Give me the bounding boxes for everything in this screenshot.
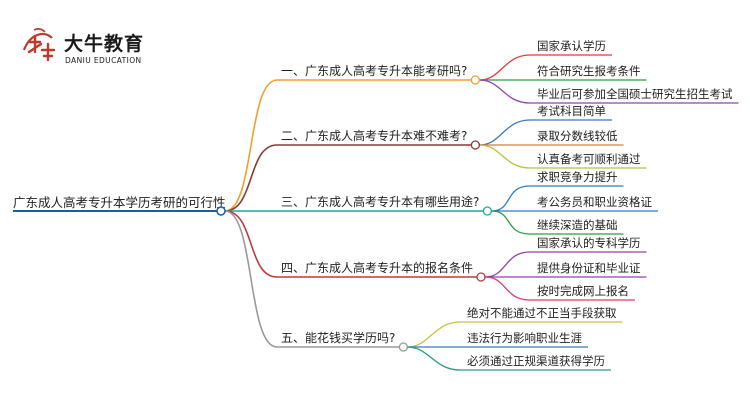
branch-2-child-3-connector <box>479 144 531 169</box>
branch-2-child-1-label: 考试科目简单 <box>537 104 606 118</box>
branch-3-child-1-connector <box>491 185 531 212</box>
branch-1-child-3-connector <box>479 79 531 104</box>
nodes: 广东成人高考专升本学历考研的可行性 一、广东成人高考专升本能考研吗? 国家承认学历符… <box>13 39 733 368</box>
branch-1-toggle-icon[interactable] <box>470 75 481 85</box>
branch-2-child-2-label: 录取分数线较低 <box>537 129 618 143</box>
branch-5-child-1-label: 绝对不能通过不正当手段获取 <box>467 306 617 320</box>
branch-4-child-3-label: 按时完成网上报名 <box>537 284 629 298</box>
branch-1-child-1-label: 国家承认学历 <box>537 39 606 53</box>
root-toggle-icon[interactable] <box>216 206 226 216</box>
branch-5-connector <box>224 210 278 348</box>
branch-1-child-3-label: 毕业后可参加全国硕士研究生招生考试 <box>537 87 733 101</box>
branch-2-toggle-icon[interactable] <box>470 140 481 150</box>
branch-4-child-3-connector <box>485 276 531 301</box>
branch-1-label: 一、广东成人高考专升本能考研吗? <box>281 63 467 78</box>
branch-2-child-3-label: 认真备考可顺利通过 <box>537 152 641 166</box>
branch-5-label: 五、能花钱买学历吗? <box>281 330 395 345</box>
branch-2-label: 二、广东成人高考专升本难不难考? <box>281 128 467 143</box>
branch-2-connector <box>224 144 278 212</box>
connectors <box>13 54 739 371</box>
branch-3-child-2-label: 考公务员和职业资格证 <box>537 195 652 209</box>
branch-1-connector <box>224 79 278 212</box>
logo-name: 大牛教育 <box>64 32 144 55</box>
branch-5-child-2-label: 违法行为影响职业生涯 <box>467 331 582 345</box>
branch-5-child-3-label: 必须通过正规渠道获得学历 <box>467 354 605 368</box>
branch-1-child-1-connector <box>479 54 531 81</box>
branch-4-connector <box>224 210 278 278</box>
branch-5-child-3-connector <box>407 346 461 371</box>
branch-5-child-1-connector <box>407 321 461 348</box>
root-topic-label: 广东成人高考专升本学历考研的可行性 <box>13 195 226 210</box>
logo-emblem-icon <box>22 28 56 62</box>
branch-2-child-1-connector <box>479 119 531 146</box>
branch-3-child-3-label: 继续深造的基础 <box>537 218 618 232</box>
branch-3-child-3-connector <box>491 210 531 235</box>
branch-1-child-2-label: 符合研究生报考条件 <box>537 64 641 78</box>
branch-5-toggle-icon[interactable] <box>398 342 409 352</box>
branch-3-label: 三、广东成人高考专升本有哪些用途? <box>281 194 479 209</box>
branch-4-child-2-label: 提供身份证和毕业证 <box>537 261 641 275</box>
branch-4-toggle-icon[interactable] <box>476 272 486 282</box>
logo: 大牛教育 DANIU EDUCATION <box>22 28 144 65</box>
branch-3-child-1-label: 求职竞争力提升 <box>537 170 618 184</box>
logo-subtitle: DANIU EDUCATION <box>65 56 142 65</box>
branch-4-child-1-connector <box>484 251 531 278</box>
branch-4-child-1-label: 国家承认的专科学历 <box>537 236 641 250</box>
branch-4-label: 四、广东成人高考专升本的报名条件 <box>281 260 473 275</box>
branch-3-toggle-icon[interactable] <box>482 206 493 216</box>
